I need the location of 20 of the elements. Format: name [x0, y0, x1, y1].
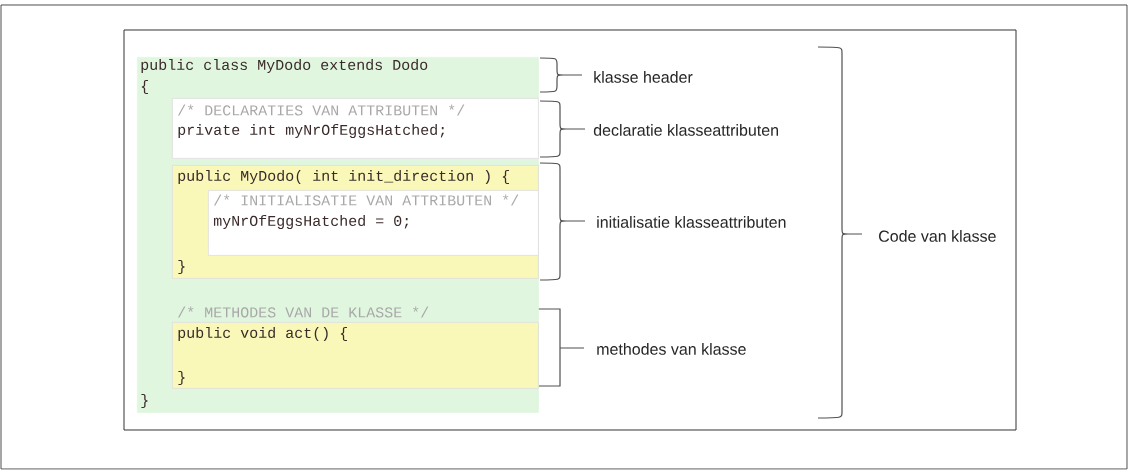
code-line: }: [178, 371, 185, 385]
code-line: myNrOfEggsHatched = 0;: [213, 215, 408, 229]
code-line: {: [141, 80, 148, 94]
code-block: [172, 98, 539, 159]
code-comment: /* INITIALISATIE VAN ATTRIBUTEN */: [214, 194, 519, 206]
annotation-label: declaratie klasseattributen: [593, 124, 778, 136]
code-line: }: [141, 394, 148, 408]
code-line: private int myNrOfEggsHatched;: [178, 124, 444, 138]
code-line: }: [178, 260, 185, 274]
annotation-label: klasse header: [594, 71, 693, 83]
code-block: [208, 190, 539, 256]
code-line: public void act() {: [178, 327, 347, 341]
code-line: public class MyDodo extends Dodo: [141, 59, 428, 73]
code-comment: /* DECLARATIES VAN ATTRIBUTEN */: [178, 104, 465, 116]
annotation-label: methodes van klasse: [597, 343, 746, 355]
code-comment: /* METHODES VAN DE KLASSE */: [178, 306, 429, 318]
code-line: public MyDodo( int init_direction ) {: [178, 170, 509, 184]
annotation-label: initialisatie klasseattributen: [597, 216, 786, 228]
annotation-label: Code van klasse: [879, 230, 996, 242]
code-block: [172, 322, 539, 389]
